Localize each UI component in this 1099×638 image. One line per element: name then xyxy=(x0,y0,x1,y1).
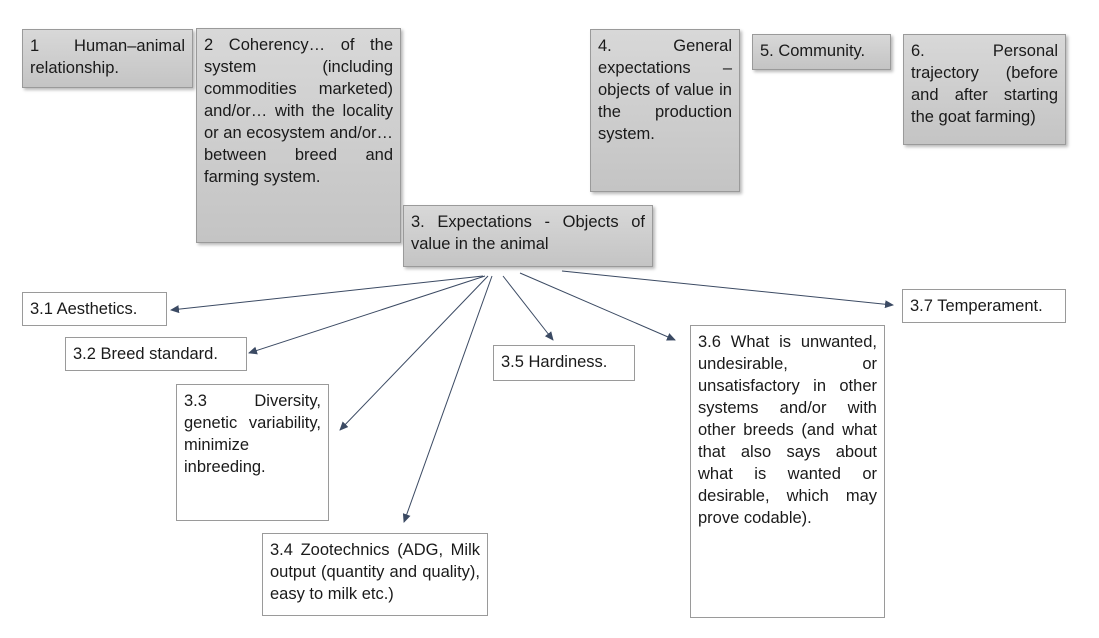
node-general-expectations: 4. General expectations – objects of val… xyxy=(590,29,740,192)
arrow-to-diversity xyxy=(339,275,489,431)
node-personal-trajectory: 6. Personal trajectory (before and after… xyxy=(903,34,1066,145)
node-hardiness: 3.5 Hardiness. xyxy=(493,345,635,381)
arrow-to-temperament xyxy=(561,270,894,309)
node-temperament: 3.7 Temperament. xyxy=(902,289,1066,323)
arrow-to-hardiness xyxy=(502,275,554,341)
node-aesthetics: 3.1 Aesthetics. xyxy=(22,292,167,326)
node-unwanted: 3.6 What is unwanted, undesirable, or un… xyxy=(690,325,885,618)
arrow-to-zootechnics xyxy=(402,275,493,523)
node-coherency-of-system: 2 Coherency… of the system (including co… xyxy=(196,28,401,243)
arrow-to-aesthetics xyxy=(170,275,484,314)
node-expectations-animal: 3. Expectations - Objects of value in th… xyxy=(403,205,653,267)
node-community: 5. Community. xyxy=(752,34,891,70)
node-human-animal-relationship: 1 Human–animal relationship. xyxy=(22,29,193,88)
arrow-to-unwanted xyxy=(519,272,676,341)
arrow-to-breed-standard xyxy=(248,275,486,355)
node-breed-standard: 3.2 Breed standard. xyxy=(65,337,247,371)
node-zootechnics: 3.4 Zootechnics (ADG, Milk output (quant… xyxy=(262,533,488,616)
node-diversity: 3.3 Diversity, genetic variability, mini… xyxy=(176,384,329,521)
